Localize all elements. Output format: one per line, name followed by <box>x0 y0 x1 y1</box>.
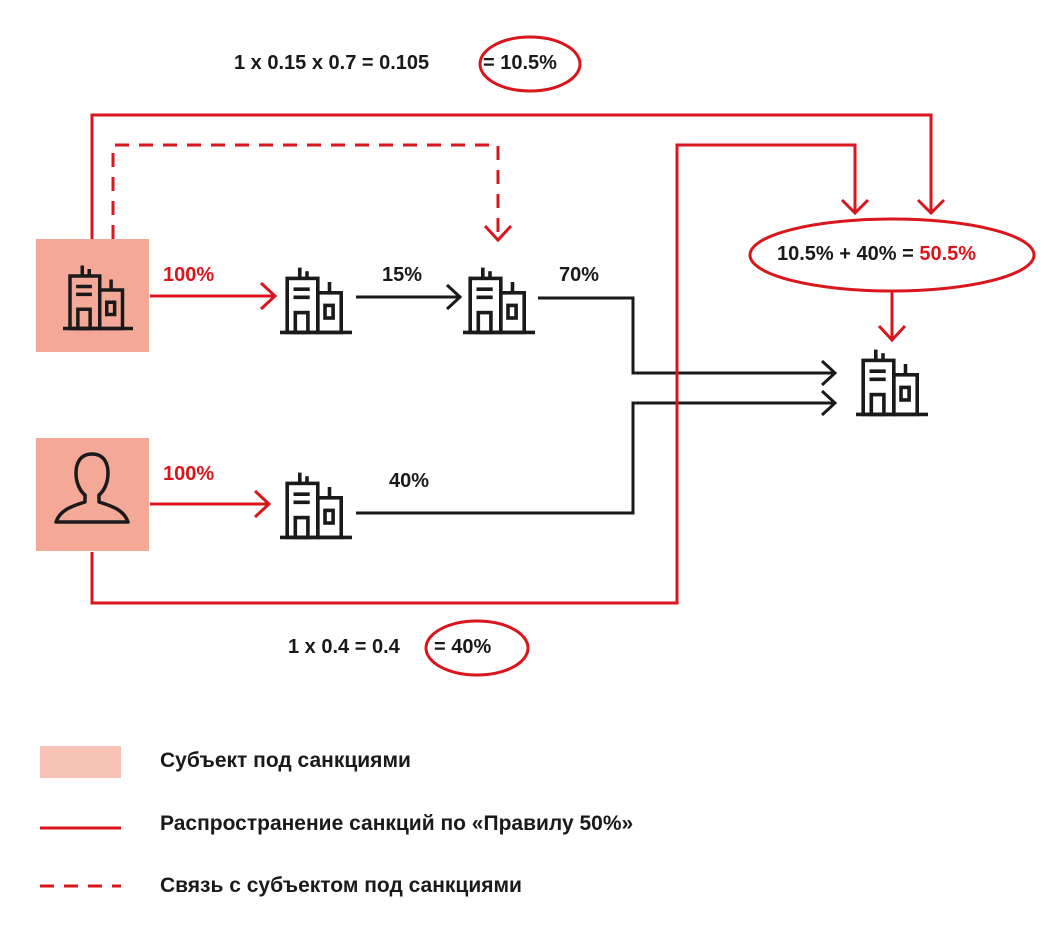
red-path-top <box>90 113 946 239</box>
top-formula-result: = 10.5% <box>483 52 557 74</box>
black-arrow-a-b <box>356 283 463 311</box>
top-result-ellipse <box>478 35 582 93</box>
red-arrow-person-c <box>150 489 272 519</box>
sanctioned-company-box <box>36 239 149 352</box>
sum-formula-result: 50.5% <box>919 243 977 265</box>
sanctioned-person-box <box>36 438 149 551</box>
sum-ellipse <box>748 217 1036 293</box>
black-line-b-target <box>538 296 838 387</box>
bottom-formula: 1 x 0.4 = 0.4 <box>288 636 400 658</box>
edge-label-b-target: 70% <box>559 264 600 286</box>
legend-swatch-sanctioned <box>40 746 121 778</box>
edge-label-company-a: 100% <box>163 264 215 286</box>
red-arrow-sum-to-target <box>877 291 907 343</box>
edge-label-person-c: 100% <box>163 463 215 485</box>
building-icon <box>280 470 352 540</box>
red-dashed-link <box>111 143 513 243</box>
sum-formula: 10.5% + 40% = 50.5% <box>777 243 976 266</box>
bottom-result-ellipse <box>424 619 530 677</box>
legend-rule50-label: Распространение санкций по «Правилу 50%» <box>160 812 634 835</box>
sum-formula-part: 10.5% + 40% = <box>777 243 920 265</box>
top-formula: 1 x 0.15 x 0.7 = 0.105 <box>234 52 430 74</box>
legend-link-label: Связь с субъектом под санкциями <box>160 874 522 897</box>
legend-sanctioned-label: Субъект под санкциями <box>160 749 411 772</box>
edge-label-c-target: 40% <box>389 470 430 492</box>
building-icon <box>280 265 352 335</box>
red-path-bottom <box>90 143 870 605</box>
bottom-formula-result: = 40% <box>434 636 492 658</box>
red-arrow-company-a <box>150 281 278 311</box>
building-icon <box>463 265 535 335</box>
building-icon <box>856 347 928 417</box>
black-line-c-target <box>356 389 838 515</box>
edge-label-a-b: 15% <box>382 264 423 286</box>
